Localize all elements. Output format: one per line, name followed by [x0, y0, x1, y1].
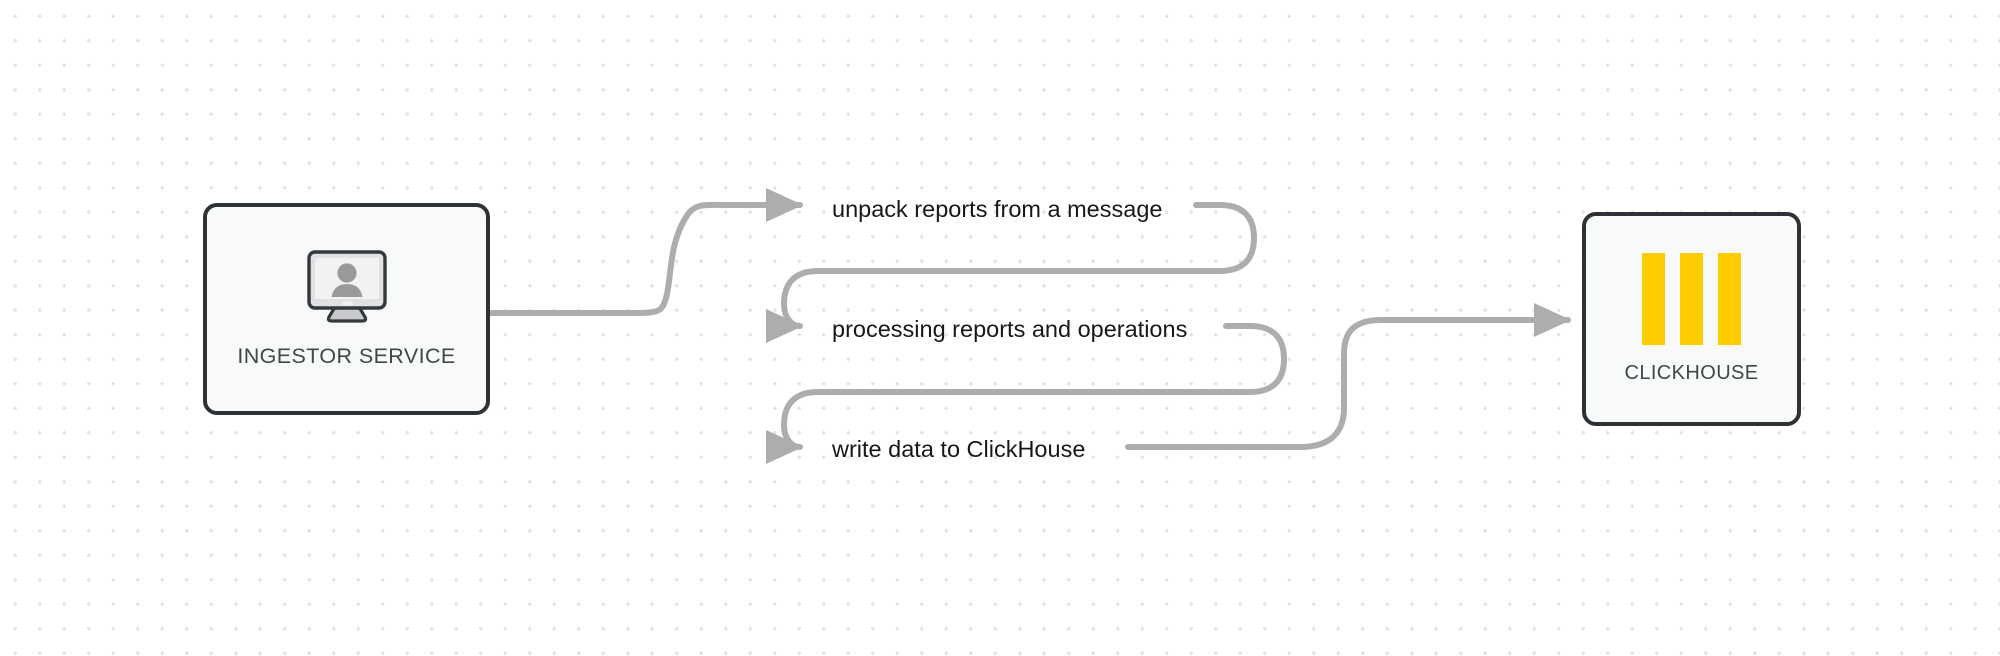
clickhouse-bars-icon [1642, 253, 1741, 345]
clickhouse-bar-2 [1680, 253, 1703, 345]
clickhouse-bar-1 [1642, 253, 1665, 345]
edge-path-unpack-return [765, 202, 1257, 344]
node-label-clickhouse: CLICKHOUSE [1624, 362, 1759, 384]
node-ingestor-service[interactable]: INGESTOR SERVICE [203, 203, 490, 415]
edge-path-unpack [487, 187, 803, 316]
edge-label-write: write data to ClickHouse [832, 436, 1086, 462]
edge-path-processing-return [765, 323, 1287, 465]
monitor-user-icon [305, 249, 389, 330]
clickhouse-bar-3 [1718, 253, 1741, 345]
edge-path-write [1125, 302, 1571, 450]
node-label-ingestor-service: INGESTOR SERVICE [237, 344, 456, 368]
edge-label-processing: processing reports and operations [832, 316, 1188, 342]
node-clickhouse[interactable]: CLICKHOUSE [1582, 212, 1801, 426]
edge-label-unpack: unpack reports from a message [832, 196, 1163, 222]
